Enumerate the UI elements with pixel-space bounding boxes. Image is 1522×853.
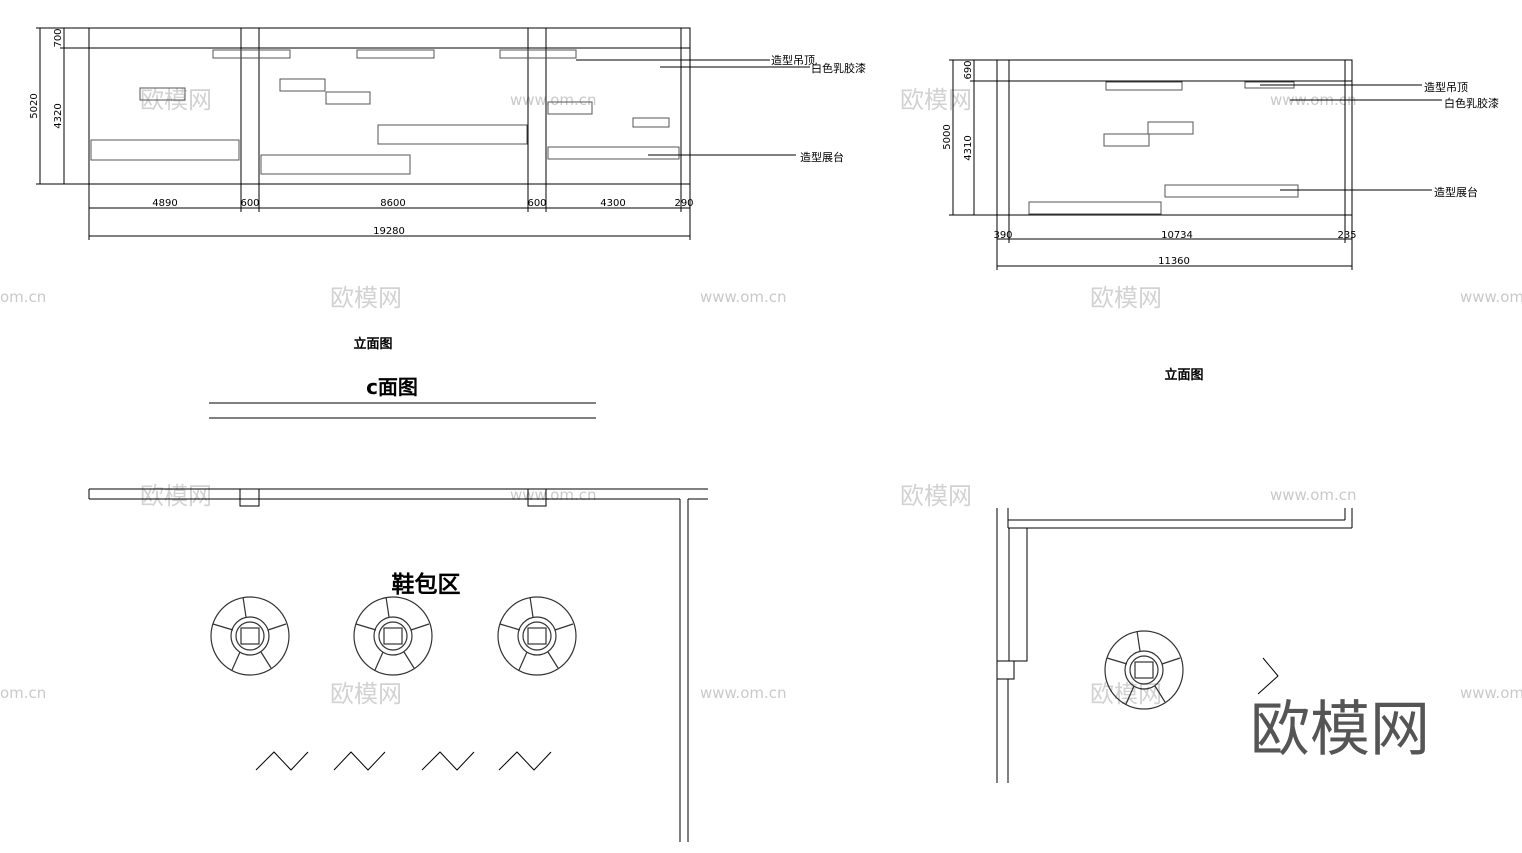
elevation-c: 5020 700 4320 4890 600 8600 600 4300 290… xyxy=(29,27,866,419)
ceiling-panel xyxy=(212,49,291,59)
elevation-frame xyxy=(88,27,691,185)
round-display-table xyxy=(497,596,577,676)
display-platform xyxy=(1028,201,1162,215)
round-display-table xyxy=(353,596,433,676)
dim-height-main: 4310 xyxy=(963,135,974,160)
label-platform: 造型展台 xyxy=(1434,185,1478,199)
dim-height-top: 700 xyxy=(53,28,64,47)
wall-panel xyxy=(632,117,670,128)
dim-total: 11360 xyxy=(1158,256,1190,267)
dim-bottom-5: 290 xyxy=(674,198,693,209)
dim-bottom-1: 600 xyxy=(240,198,259,209)
watermark-url: www.om.cn xyxy=(700,684,787,702)
elevation-frame xyxy=(996,59,1353,216)
display-platform xyxy=(260,154,411,175)
wall-panel xyxy=(1147,121,1194,135)
watermark-cn: 欧模网 xyxy=(1090,284,1162,312)
watermark-url: www.om.cn xyxy=(1460,684,1522,702)
zigzag-mark xyxy=(255,751,309,771)
watermark-url: om.cn xyxy=(0,684,46,702)
round-display-table xyxy=(1104,630,1184,710)
watermark-url: www.om.cn xyxy=(700,288,787,306)
dim-bottom-1: 10734 xyxy=(1161,230,1193,241)
display-platform xyxy=(90,139,240,161)
label-ceiling: 造型吊顶 xyxy=(771,53,815,67)
dim-height-main: 4320 xyxy=(53,103,64,128)
floor-plan-right: 欧模网 xyxy=(996,508,1430,783)
watermark-url: om.cn xyxy=(0,288,46,306)
dim-bottom-0: 4890 xyxy=(152,198,177,209)
label-paint: 白色乳胶漆 xyxy=(1444,96,1499,110)
label-paint: 白色乳胶漆 xyxy=(811,61,866,75)
label-ceiling: 造型吊顶 xyxy=(1424,80,1468,94)
watermark-cn: 欧模网 xyxy=(330,680,402,708)
watermark-cn: 欧模网 xyxy=(140,482,212,510)
watermark-layer: 欧模网 www.om.cn 欧模网 www.om.cn om.cn 欧模网 ww… xyxy=(0,86,1522,708)
round-display-table xyxy=(210,596,290,676)
elevation-title: 立面图 xyxy=(353,336,392,352)
dim-height-total: 5000 xyxy=(942,124,953,149)
zigzag-mark xyxy=(421,751,475,771)
dim-total: 19280 xyxy=(373,226,405,237)
wall-panel xyxy=(547,101,593,115)
ceiling-panel xyxy=(499,49,577,59)
column xyxy=(527,488,547,507)
dim-bottom-0: 390 xyxy=(993,230,1012,241)
watermark-url: www.om.cn xyxy=(510,91,597,109)
ceiling-panel xyxy=(1105,81,1183,91)
ceiling-panel xyxy=(356,49,435,59)
dim-height-total: 5020 xyxy=(29,93,40,118)
watermark-cn: 欧模网 xyxy=(900,86,972,114)
display-platform xyxy=(1164,184,1299,198)
wall-panel xyxy=(139,87,186,101)
elevation-heading: c面图 xyxy=(366,375,418,399)
watermark-url: www.om.cn xyxy=(1460,288,1522,306)
wall-panel xyxy=(325,91,371,105)
floor-plan-left: 鞋包区 xyxy=(88,488,708,842)
wall-panel xyxy=(377,124,528,145)
dim-bottom-2: 235 xyxy=(1337,230,1356,241)
site-logo: 欧模网 xyxy=(1250,695,1430,765)
zone-label: 鞋包区 xyxy=(392,571,461,598)
display-platform xyxy=(547,146,680,160)
wall-panel xyxy=(279,78,326,92)
zigzag-mark xyxy=(498,751,552,771)
dim-bottom-4: 4300 xyxy=(600,198,625,209)
dim-height-top: 690 xyxy=(963,60,974,79)
zigzag-mark xyxy=(333,751,386,771)
dim-bottom-2: 8600 xyxy=(380,198,405,209)
watermark-url: www.om.cn xyxy=(1270,486,1357,504)
wall-display-cabinet xyxy=(1008,527,1028,662)
zigzag-mark xyxy=(1257,657,1279,695)
label-platform: 造型展台 xyxy=(800,150,844,164)
elevation-title: 立面图 xyxy=(1164,367,1203,383)
watermark-cn: 欧模网 xyxy=(900,482,972,510)
column xyxy=(239,488,260,507)
elevation-d: 5000 690 4310 390 10734 235 11360 造型吊顶 白… xyxy=(942,59,1499,383)
watermark-cn: 欧模网 xyxy=(330,284,402,312)
dim-bottom-3: 600 xyxy=(527,198,546,209)
column xyxy=(996,660,1015,680)
wall-panel xyxy=(1103,133,1150,147)
